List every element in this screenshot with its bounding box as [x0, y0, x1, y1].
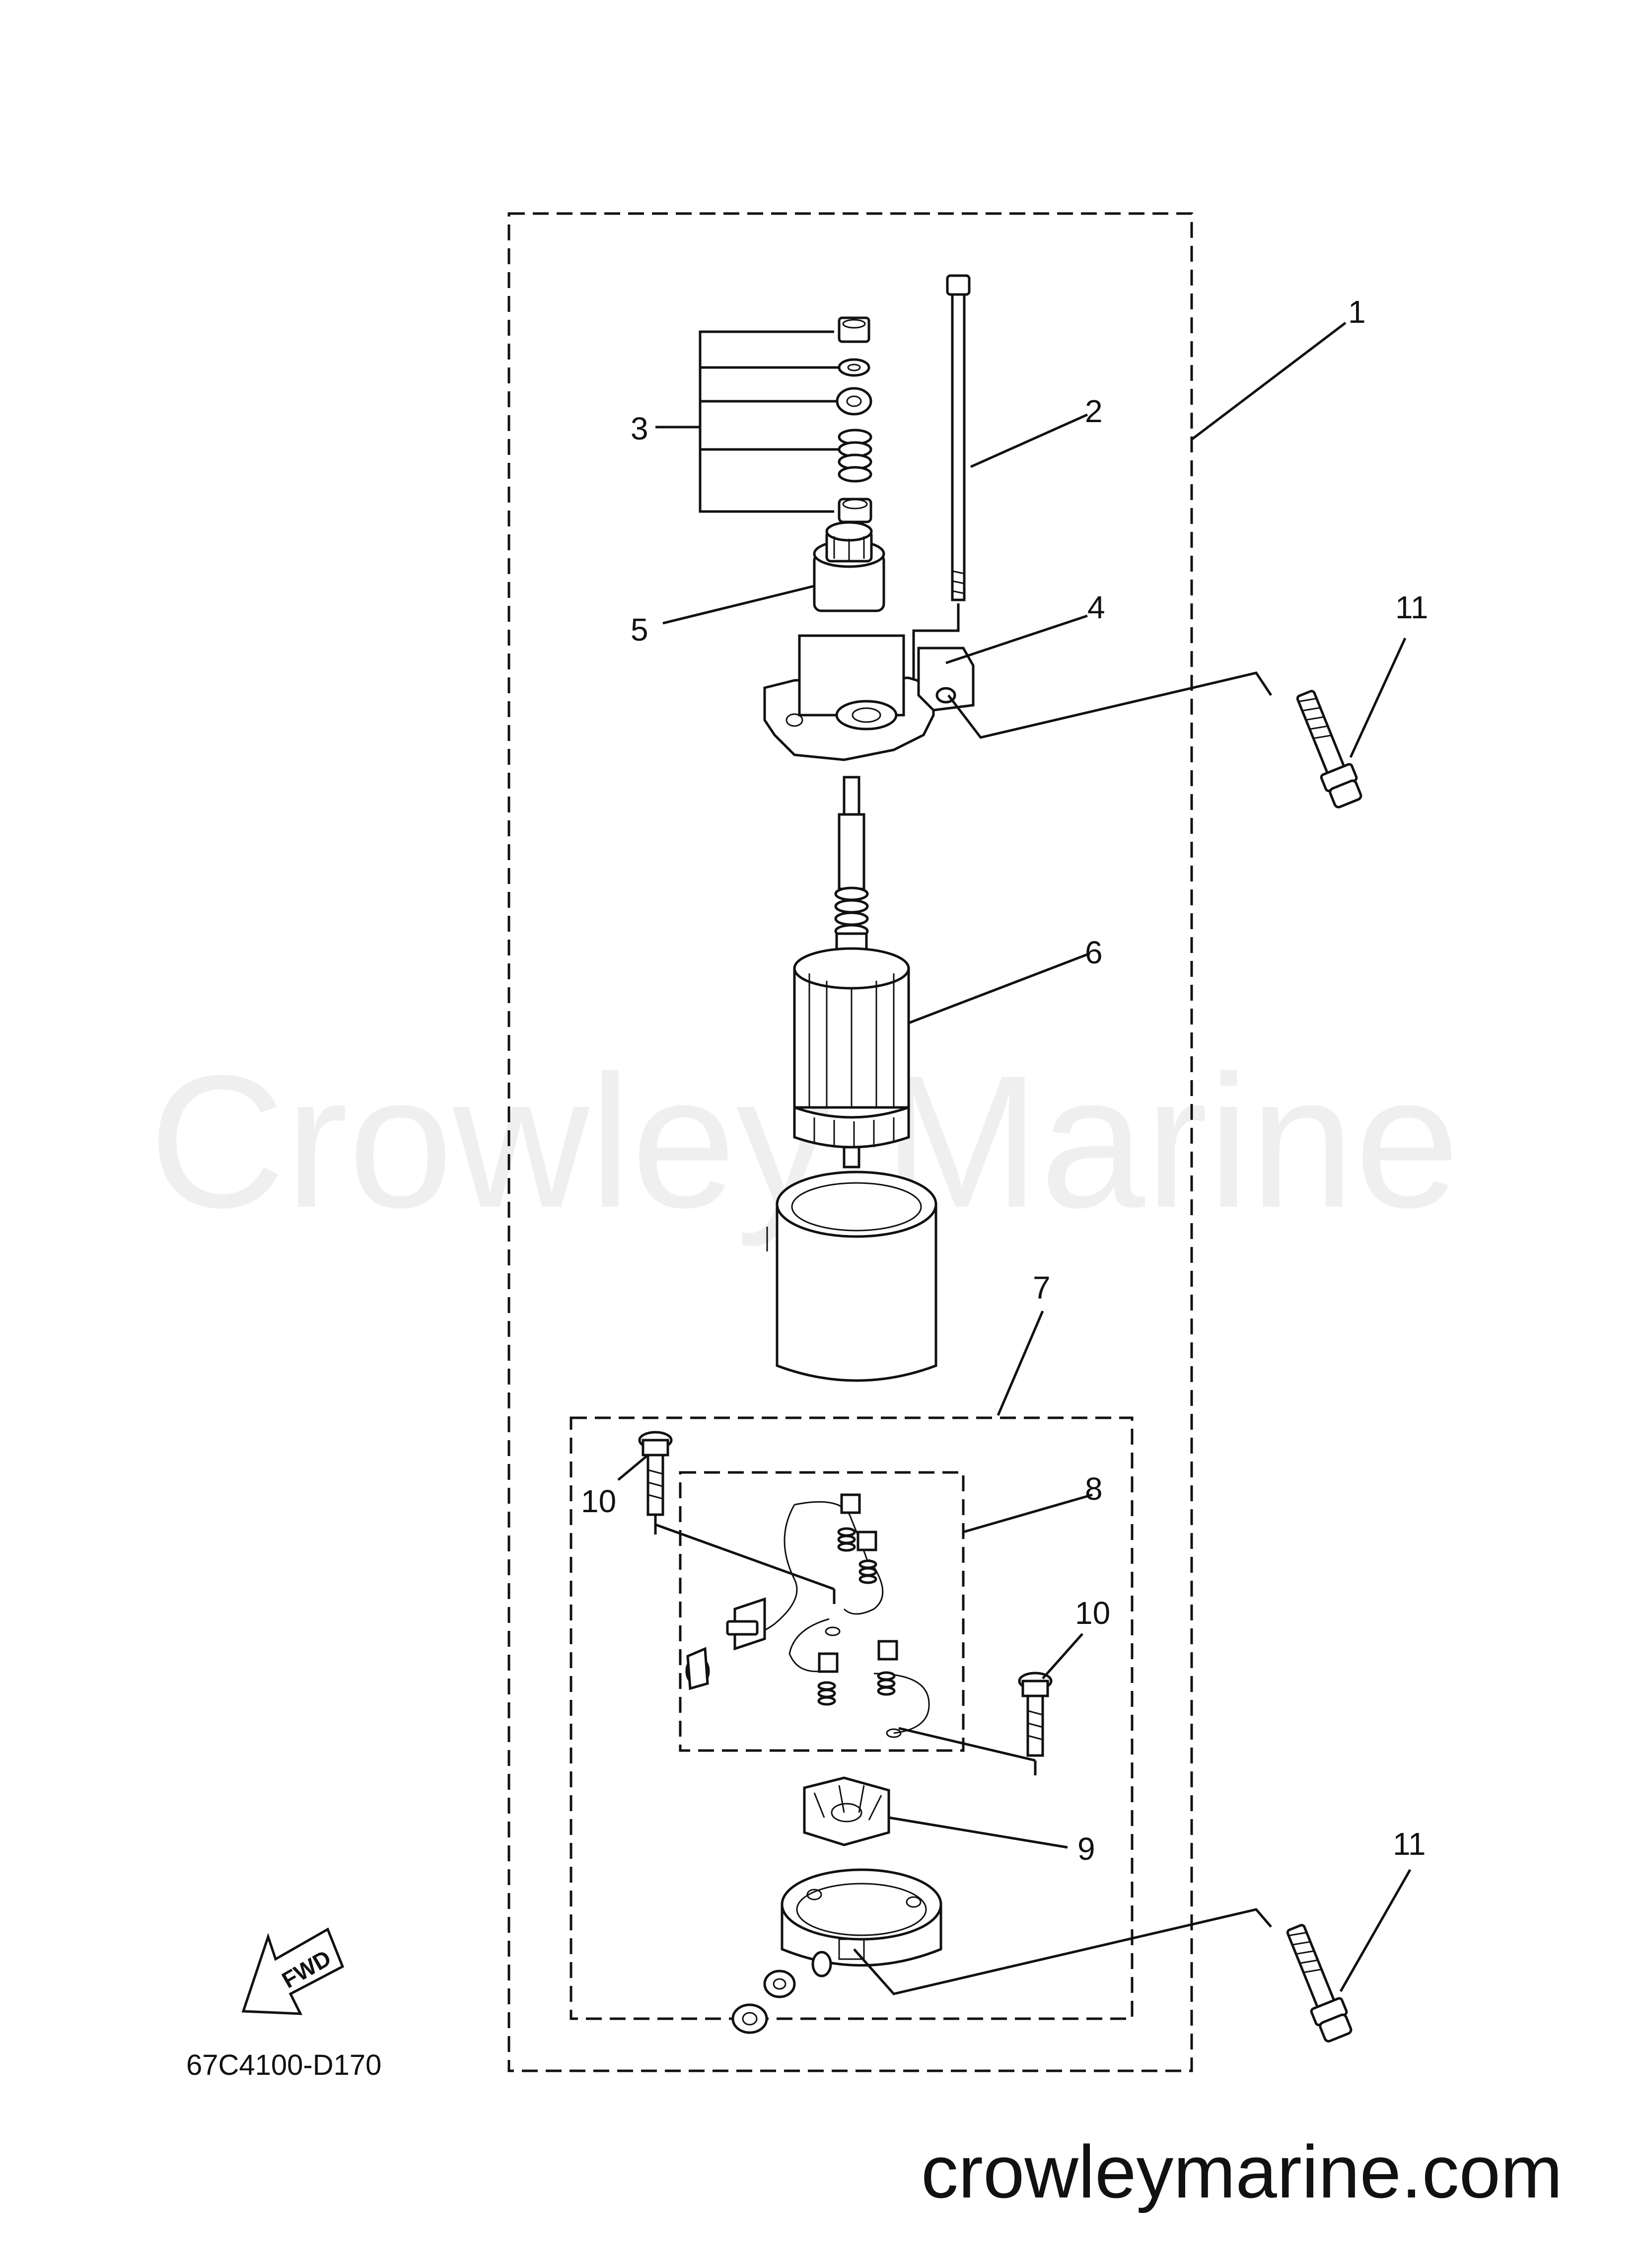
callout-10b-label: 10 — [1075, 1595, 1110, 1631]
assembly-7-dashed-boundary — [570, 1416, 1134, 2020]
callout-3-bracket — [699, 330, 834, 513]
callout-5-label: 5 — [631, 612, 648, 648]
part-3-washer-stack — [836, 316, 872, 523]
drawing-code: 67C4100-D170 — [186, 2049, 381, 2081]
part-9-brush-plate — [803, 1776, 890, 1846]
part-10-screw-right — [1018, 1672, 1053, 1757]
callout-11a-label: 11 — [1395, 589, 1428, 625]
callout-10a-label: 10 — [581, 1483, 616, 1519]
callout-8-label: 8 — [1085, 1471, 1103, 1507]
part-6-armature — [793, 776, 910, 1169]
part-terminal-washer-nut — [731, 1970, 796, 2034]
assembly-8-dashed-boundary — [679, 1471, 965, 1752]
callout-2-label: 2 — [1085, 393, 1103, 429]
callout-11b-label: 11 — [1393, 1826, 1426, 1862]
callout-6-label: 6 — [1085, 935, 1103, 970]
assembly-1-dashed-boundary — [507, 212, 1193, 2072]
website-text: crowleymarine.com — [921, 2130, 1563, 2213]
part-4-front-bracket — [763, 634, 975, 761]
part-11-bolt-upper — [1296, 690, 1362, 808]
callout-7-label: 7 — [1033, 1270, 1051, 1306]
part-5-pinion-gear — [813, 521, 885, 612]
callout-1-label: 1 — [1348, 294, 1366, 330]
part-rear-cover — [781, 1868, 942, 1977]
callout-9-label: 9 — [1077, 1831, 1095, 1867]
callout-4-label: 4 — [1087, 589, 1105, 625]
part-8-brush-holder — [685, 1493, 930, 1738]
callout-3-label: 3 — [631, 411, 648, 446]
part-yoke-housing — [766, 1171, 937, 1382]
part-2-through-bolt — [946, 274, 971, 601]
part-10-screw-left — [638, 1431, 673, 1516]
fwd-arrow-icon: FWD — [241, 1927, 345, 2015]
part-11-bolt-lower — [1286, 1924, 1353, 2043]
